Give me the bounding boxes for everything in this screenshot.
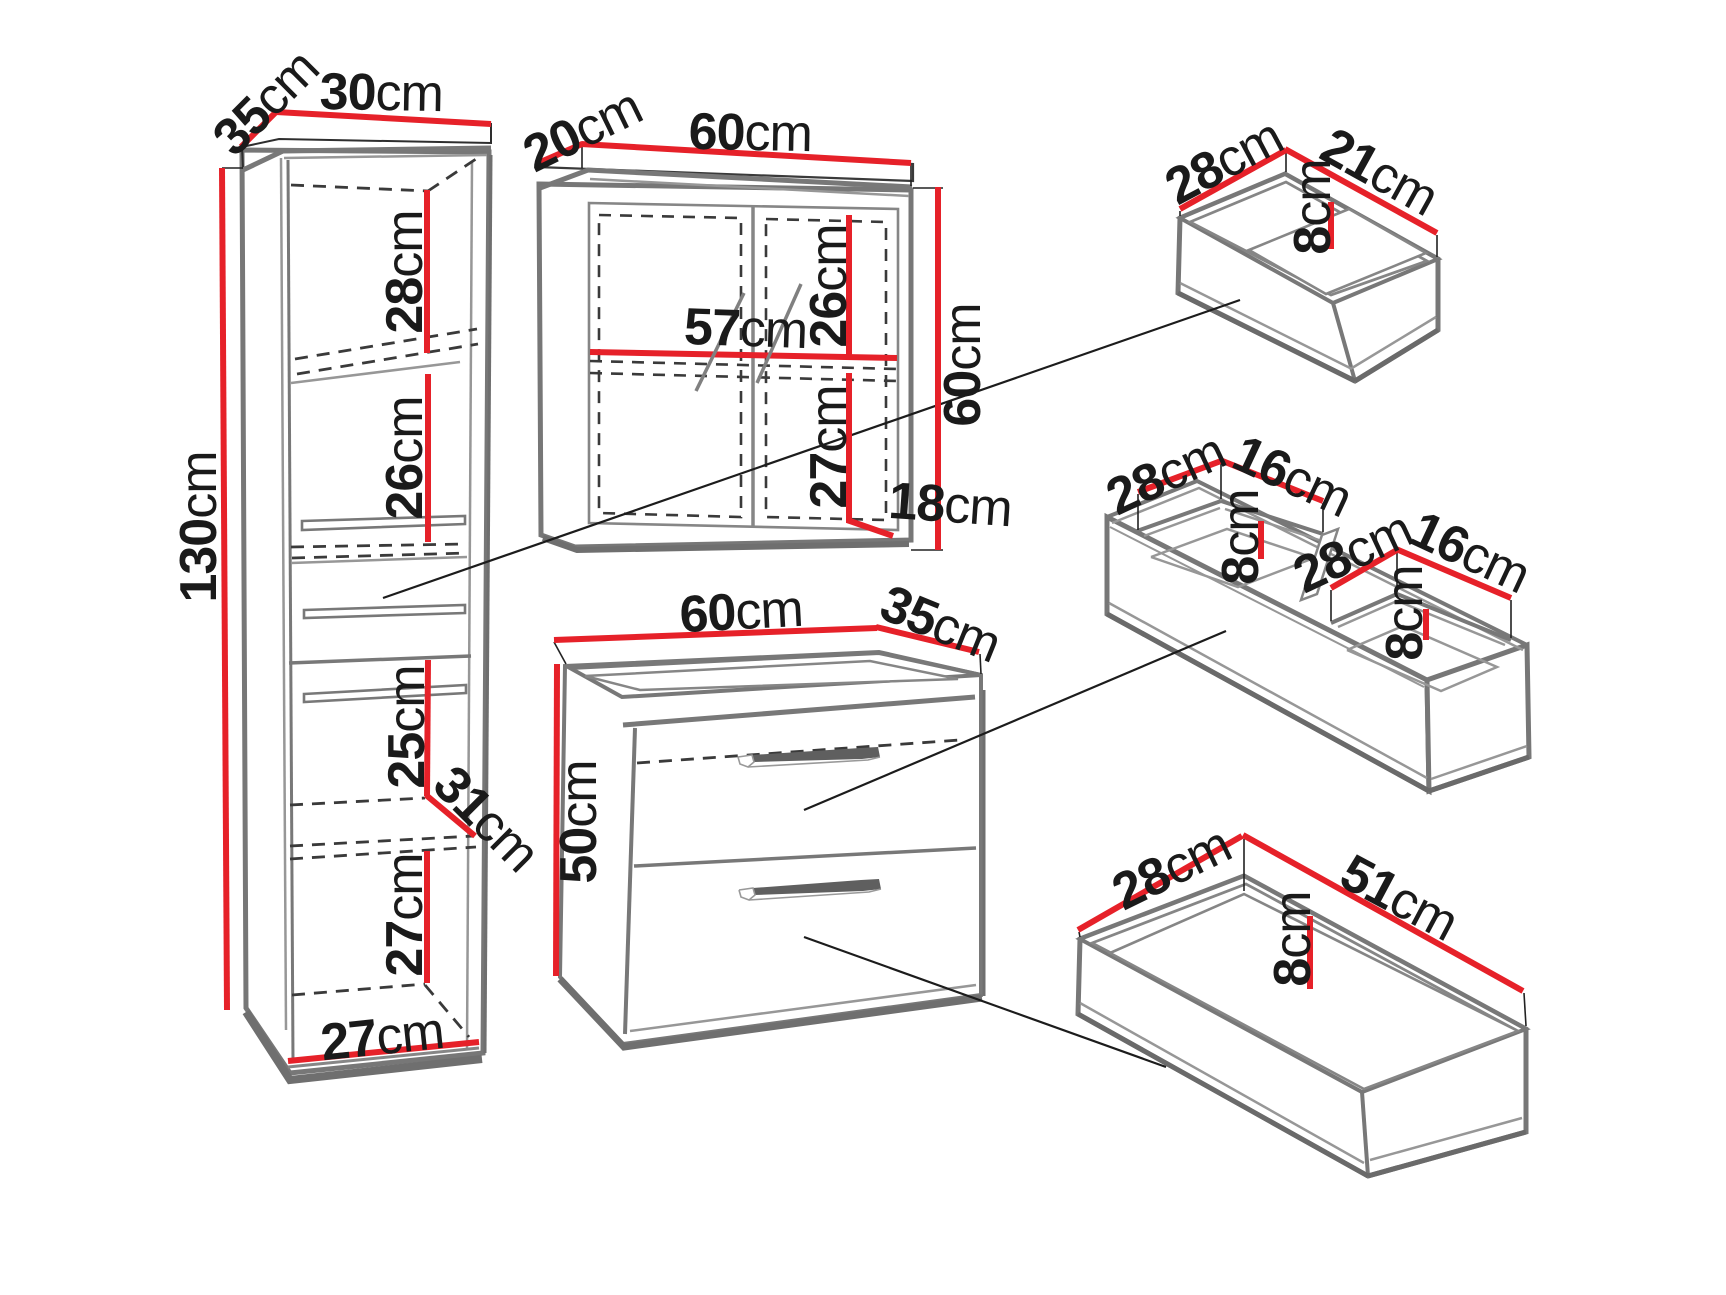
svg-text:8cm: 8cm (1212, 489, 1270, 584)
svg-text:8cm: 8cm (1284, 159, 1342, 254)
svg-text:60cm: 60cm (678, 580, 804, 644)
svg-text:27cm: 27cm (318, 1002, 447, 1073)
svg-text:30cm: 30cm (319, 63, 443, 123)
svg-text:27cm: 27cm (800, 385, 858, 508)
svg-text:18cm: 18cm (887, 472, 1014, 538)
svg-text:28cm: 28cm (376, 210, 434, 333)
svg-text:25cm: 25cm (378, 665, 436, 788)
svg-text:8cm: 8cm (1376, 565, 1434, 660)
svg-text:8cm: 8cm (1264, 891, 1322, 986)
svg-text:27cm: 27cm (376, 853, 434, 976)
svg-text:60cm: 60cm (934, 303, 992, 426)
svg-text:50cm: 50cm (550, 760, 608, 883)
svg-text:26cm: 26cm (800, 224, 858, 347)
svg-text:60cm: 60cm (688, 103, 812, 163)
svg-text:57cm: 57cm (683, 298, 808, 360)
svg-text:130cm: 130cm (170, 451, 228, 602)
svg-text:26cm: 26cm (376, 396, 434, 519)
